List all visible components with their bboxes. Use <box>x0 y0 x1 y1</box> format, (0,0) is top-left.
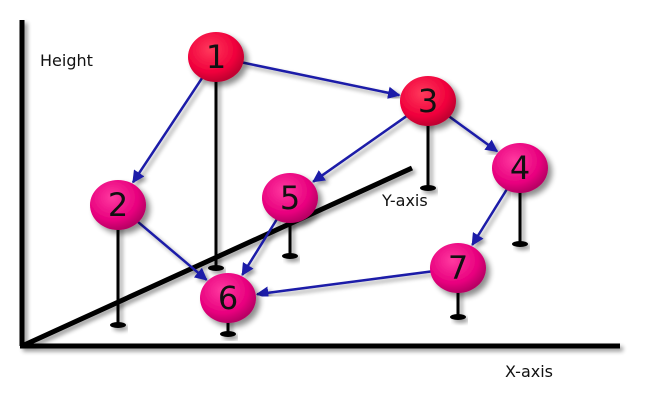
edge-7-to-6 <box>255 270 432 299</box>
node-label-1: 1 <box>206 38 226 76</box>
node-circle-1 <box>188 32 244 82</box>
node-circle-4 <box>492 143 548 193</box>
edge-3-to-4 <box>447 115 499 153</box>
stem-1 <box>208 57 224 271</box>
node-circle-5 <box>262 173 318 223</box>
node-4: 4 <box>492 143 548 193</box>
height-label: Height <box>40 51 93 70</box>
node-2: 2 <box>90 180 146 230</box>
x-axis-label: X-axis <box>505 362 553 381</box>
node-label-5: 5 <box>280 179 300 217</box>
node-label-7: 7 <box>448 249 468 287</box>
node-label-4: 4 <box>510 149 530 187</box>
node-circle-7 <box>430 243 486 293</box>
node-circle-2 <box>90 180 146 230</box>
node-1: 1 <box>188 32 244 82</box>
node-3: 3 <box>400 76 456 126</box>
node-6: 6 <box>200 273 256 323</box>
node-7: 7 <box>430 243 486 293</box>
node-circle-3 <box>400 76 456 126</box>
node-label-6: 6 <box>218 279 238 317</box>
edge-3-to-5 <box>312 114 408 183</box>
y-axis-label: Y-axis <box>381 191 428 210</box>
node-label-2: 2 <box>108 186 128 224</box>
edge-1-to-3 <box>241 61 401 99</box>
edge-1-to-2 <box>131 76 204 184</box>
node-5: 5 <box>262 173 318 223</box>
edge-4-to-7 <box>471 188 509 246</box>
edge-2-to-6 <box>136 220 208 281</box>
node-circle-6 <box>200 273 256 323</box>
node-label-3: 3 <box>418 82 438 120</box>
edge-5-to-6 <box>241 218 279 276</box>
